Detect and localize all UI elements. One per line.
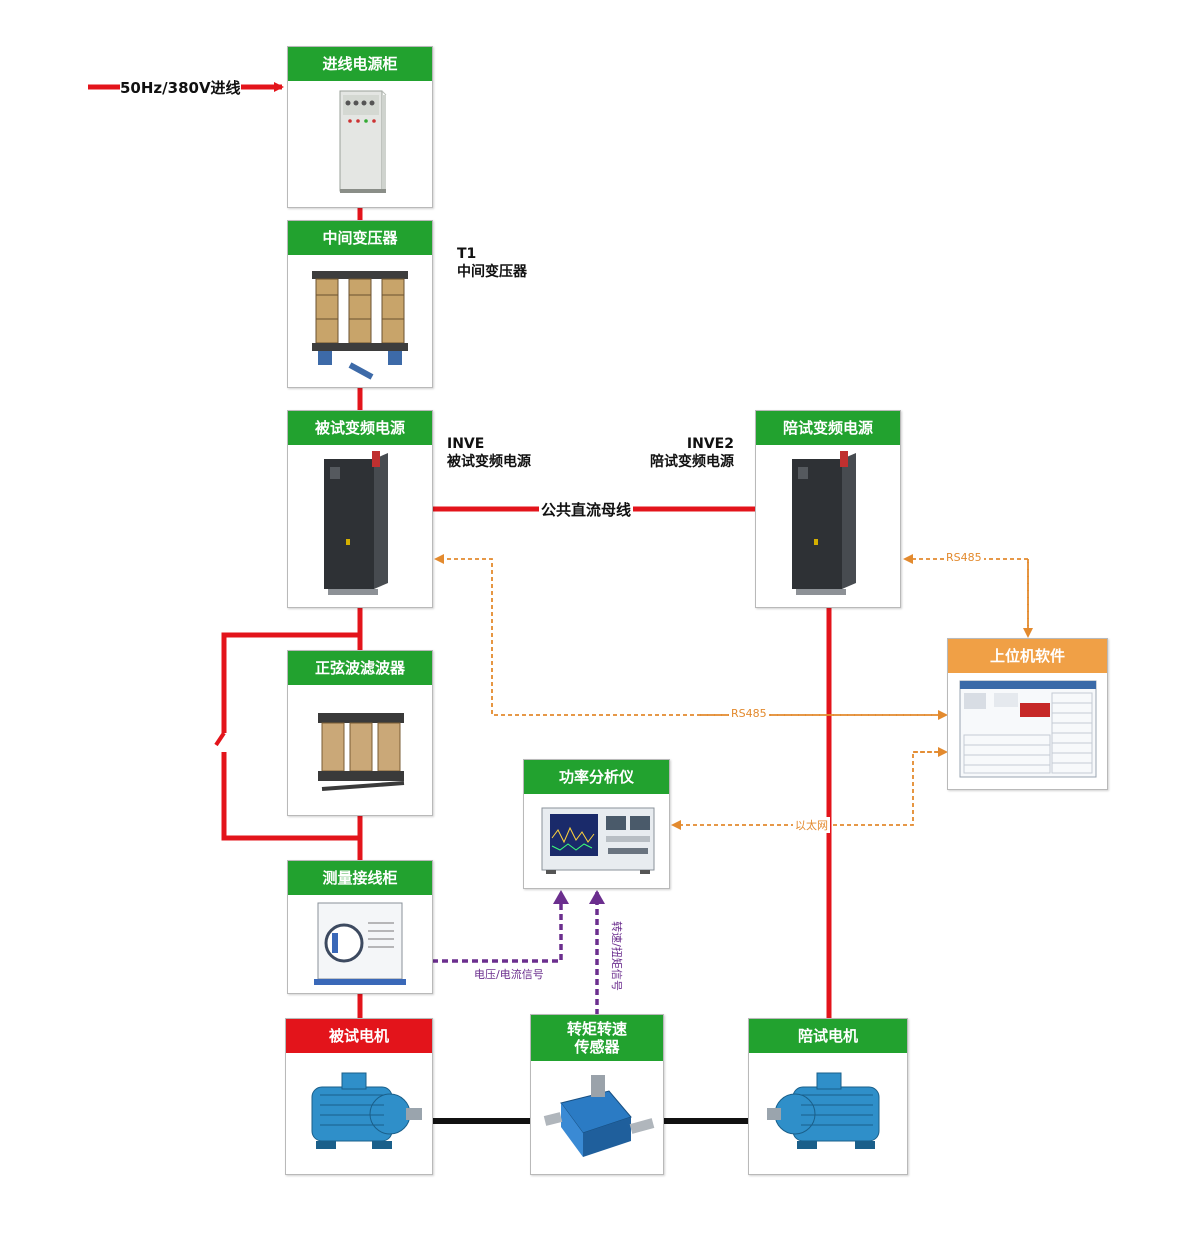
- cabinet-image: [339, 90, 387, 193]
- transformer-box: 中间变压器: [287, 220, 433, 388]
- torque-sensor-box: 转矩转速 传感器: [530, 1014, 664, 1175]
- power-analyzer-title: 功率分析仪: [524, 760, 669, 794]
- host-software-title: 上位机软件: [948, 639, 1107, 673]
- load-inverter-image: [792, 451, 856, 595]
- load-motor-image: [767, 1072, 880, 1149]
- test-motor-box: 被试电机: [285, 1018, 433, 1175]
- dc-bus-label: 公共直流母线: [539, 499, 634, 520]
- inlet-label: 50Hz/380V进线: [120, 77, 241, 98]
- filter-image: [318, 713, 405, 791]
- bypass-switch: [214, 731, 226, 747]
- load-inverter-title: 陪试变频电源: [756, 411, 900, 445]
- test-inverter-box: 被试变频电源: [287, 410, 433, 608]
- inve-name: 被试变频电源: [447, 454, 531, 470]
- host-software-box: 上位机软件: [947, 638, 1108, 790]
- sine-filter-box: 正弦波滤波器: [287, 650, 433, 816]
- ethernet-line: [671, 751, 946, 830]
- measure-cabinet-box: 测量接线柜: [287, 860, 433, 994]
- ethernet-label: 以太网: [793, 817, 830, 833]
- load-motor-title: 陪试电机: [749, 1019, 907, 1053]
- inve-label: INVE 被试变频电源: [447, 435, 531, 471]
- measure-cabinet-title: 测量接线柜: [288, 861, 432, 895]
- torque-sensor-title: 转矩转速 传感器: [531, 1015, 663, 1061]
- bypass-line: [221, 632, 360, 733]
- analyzer-image: [541, 807, 655, 874]
- t1-name: 中间变压器: [457, 264, 527, 280]
- t1-label: T1 中间变压器: [457, 245, 527, 281]
- sine-filter-title: 正弦波滤波器: [288, 651, 432, 685]
- vi-signal-label: 电压/电流信号: [472, 966, 546, 982]
- rs485-line-b: [434, 554, 946, 716]
- rs485-label-a: RS485: [944, 551, 984, 564]
- speed-signal-label: 转速/扭矩信号: [608, 921, 625, 991]
- inve2-label: INVE2 陪试变频电源: [630, 435, 734, 471]
- test-motor-title: 被试电机: [286, 1019, 432, 1053]
- inve-code: INVE: [447, 436, 485, 452]
- load-inverter-box: 陪试变频电源: [755, 410, 901, 608]
- torque-sensor-image: [543, 1075, 655, 1157]
- rs485-line-a: [903, 554, 1029, 636]
- transformer-title: 中间变压器: [288, 221, 432, 255]
- load-motor-box: 陪试电机: [748, 1018, 908, 1175]
- software-screenshot: [959, 680, 1097, 778]
- vi-signal-line: [432, 890, 569, 963]
- test-inverter-image: [324, 451, 388, 595]
- inve2-name: 陪试变频电源: [650, 454, 734, 470]
- test-inverter-title: 被试变频电源: [288, 411, 432, 445]
- measure-sensor-image: [314, 902, 406, 985]
- incoming-cabinet-box: 进线电源柜: [287, 46, 433, 208]
- power-analyzer-box: 功率分析仪: [523, 759, 670, 889]
- test-motor-image: [311, 1072, 422, 1149]
- inve2-code: INVE2: [686, 436, 734, 452]
- transformer-image: [312, 271, 408, 380]
- t1-code: T1: [457, 246, 477, 262]
- bypass-line-lower: [221, 752, 360, 841]
- incoming-cabinet-title: 进线电源柜: [288, 47, 432, 81]
- rs485-label-b: RS485: [729, 707, 769, 720]
